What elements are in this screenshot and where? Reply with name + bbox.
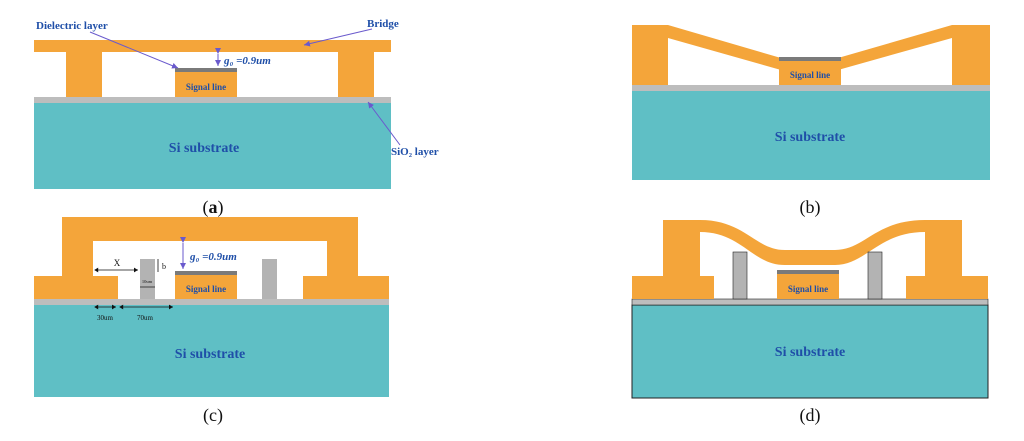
- dielectric-callout-arrow: [89, 31, 179, 69]
- bridge-callout-arrow: [303, 28, 373, 47]
- signal-line-label: Signal line: [788, 284, 828, 294]
- panel-d-caption: (d): [800, 405, 821, 426]
- signal-line: [777, 273, 839, 299]
- dielectric-layer: [175, 68, 237, 72]
- signal-line-label: Signal line: [186, 82, 226, 92]
- dielectric-layer: [175, 271, 237, 275]
- si-substrate: [631, 304, 989, 399]
- si-substrate: [34, 305, 389, 397]
- sio2-callout-arrow: [367, 101, 401, 146]
- dielectric-layer: [779, 57, 841, 61]
- signal-line-label: Signal line: [186, 284, 226, 294]
- bridge-label: Bridge: [367, 18, 399, 30]
- left-pillar: [732, 251, 748, 300]
- right-pillar: [867, 251, 883, 300]
- gap-label: g₀ =0.9um: [223, 55, 271, 67]
- dim-b-label: b: [162, 262, 166, 271]
- gap-label: g₀ =0.9um: [189, 251, 237, 263]
- dim-10um-label: 10um: [142, 279, 153, 284]
- right-anchor: [906, 220, 988, 299]
- substrate-label: Si substrate: [775, 130, 845, 145]
- bridge-right-post: [338, 40, 374, 97]
- sio2-layer-label: SiO₂ layer: [391, 146, 439, 158]
- panel-c-caption: (c): [203, 405, 223, 426]
- bridge-top: [34, 40, 391, 52]
- bridge-deflected: [663, 220, 962, 265]
- dim-70um-label: 70um: [137, 314, 154, 322]
- panel-b: Signal line Si substrate (b): [632, 25, 990, 218]
- dielectric-layer: [777, 270, 839, 274]
- substrate-label: Si substrate: [775, 345, 845, 360]
- si-substrate: [34, 103, 391, 189]
- left-pillar: [140, 259, 155, 299]
- dielectric-layer-label: Dielectric layer: [36, 20, 108, 32]
- signal-line-label: Signal line: [790, 70, 830, 80]
- substrate-label: Si substrate: [169, 141, 239, 156]
- dim-x-label: X: [114, 258, 121, 268]
- bridge-left-post: [66, 40, 102, 97]
- sio2-layer: [632, 85, 990, 91]
- si-substrate: [632, 91, 990, 180]
- signal-line: [779, 59, 841, 85]
- bridge-with-anchors: [34, 217, 389, 299]
- left-anchor: [632, 220, 714, 299]
- panel-a-caption: (a): [203, 197, 224, 218]
- panel-d: Signal line Si substrate (d): [631, 220, 989, 426]
- signal-line: [175, 273, 237, 299]
- signal-line: [175, 70, 237, 97]
- right-pillar: [262, 259, 277, 299]
- dim-30um-label: 30um: [97, 314, 114, 322]
- sio2-layer: [34, 299, 389, 305]
- panel-b-caption: (b): [800, 197, 821, 218]
- sio2-layer: [34, 97, 391, 103]
- panel-a: Signal line Si substrate g₀ =0.9um Diele…: [34, 18, 439, 218]
- substrate-label: Si substrate: [175, 347, 245, 362]
- sio2-layer: [631, 298, 989, 306]
- panel-c: Signal line Si substrate g₀ =0.9um X b 1…: [34, 217, 389, 426]
- bridge-deflected: [632, 25, 990, 85]
